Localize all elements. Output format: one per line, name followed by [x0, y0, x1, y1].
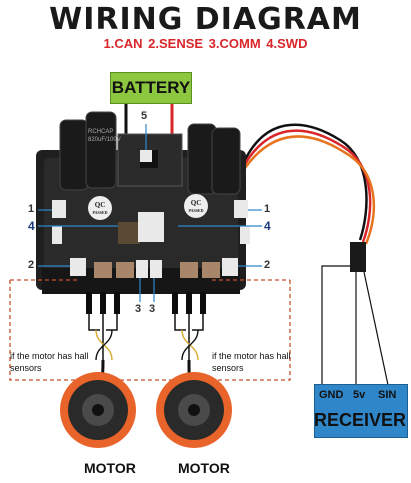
capacitor-label: RCHCAP 820uF/100V — [88, 128, 121, 144]
port-label-3a: 3 — [135, 303, 142, 315]
receiver-pin-gnd: GND — [319, 389, 344, 401]
port-label-right-4: 4 — [264, 219, 271, 233]
qc-sub-right: PASSED — [188, 208, 204, 213]
port-label-right-1: 1 — [264, 203, 271, 215]
hall-cables — [95, 329, 199, 361]
hall-note-left: if the motor has hall sensors — [10, 351, 89, 373]
port-label-5: 5 — [141, 110, 148, 122]
battery-label: BATTERY — [110, 72, 192, 104]
port-label-3b: 3 — [149, 303, 156, 315]
port-label-left-2: 2 — [28, 259, 35, 271]
motor-label-right: MOTOR — [178, 460, 230, 476]
port-label-left-4: 4 — [28, 219, 35, 233]
receiver-pin-sin: SIN — [378, 389, 397, 401]
qc-sticker-right: QC PASSED — [186, 199, 206, 215]
receiver-cable — [243, 123, 376, 245]
qc-label-left: QC — [94, 201, 106, 209]
esc-board — [36, 111, 250, 314]
receiver-box — [314, 384, 408, 438]
motor-label-left: MOTOR — [84, 460, 136, 476]
capacitor-brand: RCHCAP — [88, 129, 114, 135]
hall-sensor-box — [9, 280, 291, 381]
port-label-left-1: 1 — [28, 203, 35, 215]
motor-right-art — [156, 372, 232, 448]
qc-sticker-left: QC PASSED — [90, 201, 110, 217]
servo-plug — [350, 242, 366, 272]
port-legend: 1.CAN 2.SENSE 3.COMM 4.SWD — [103, 36, 308, 51]
receiver-pin-5v: 5v — [353, 389, 366, 401]
port-label-right-2: 2 — [264, 259, 271, 271]
capacitor-rating: 820uF/100V — [88, 137, 121, 143]
port-leader-lines — [38, 124, 262, 302]
qc-label-right: QC — [190, 199, 202, 207]
receiver-title: RECEIVER — [314, 410, 407, 430]
motor-left-art — [60, 372, 136, 448]
diagram-title: WIRING DIAGRAM — [49, 2, 362, 37]
qc-sub-left: PASSED — [92, 210, 108, 215]
hall-note-right: if the motor has hall sensors — [212, 351, 291, 373]
